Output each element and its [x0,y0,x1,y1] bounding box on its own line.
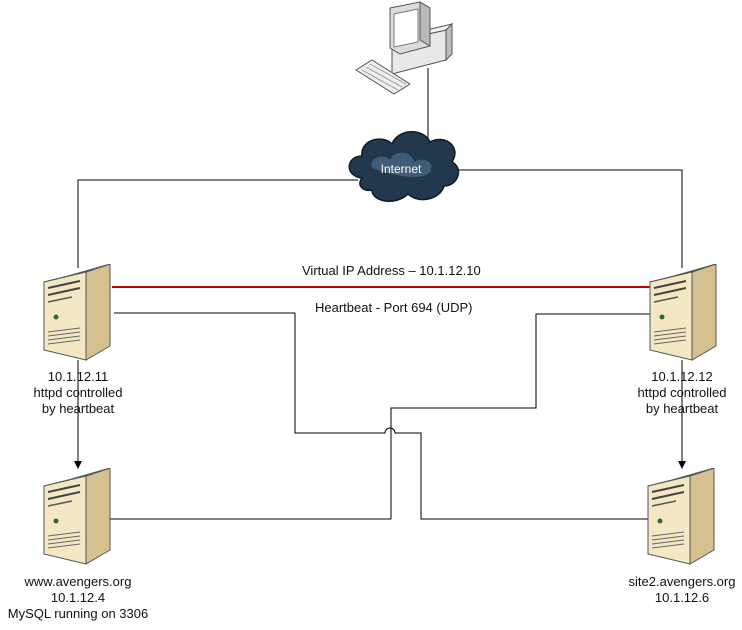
server-right-top-desc2: by heartbeat [645,401,719,416]
tower-server-icon-left-top [43,264,111,361]
server-right-bottom-ip: 10.1.12.6 [654,590,710,605]
tower-server-icon-right-bottom [647,468,715,565]
server-left-top-label: 10.1.12.11 httpd controlled by heartbeat [0,369,163,417]
server-left-bottom-label: www.avengers.org 10.1.12.4 MySQL running… [0,574,163,622]
server-left-top-desc2: by heartbeat [41,401,115,416]
server-right-bottom-label: site2.avengers.org 10.1.12.6 [597,574,742,606]
heartbeat-label: Heartbeat - Port 694 (UDP) [315,300,473,315]
link-right-top-left-bottom [80,313,682,523]
link-cloud-server-right [448,169,683,268]
server-right-bottom-host: site2.avengers.org [628,574,736,589]
link-cloud-server-left [77,179,358,268]
server-left-top-ip: 10.1.12.11 [47,369,109,384]
server-right-top-ip: 10.1.12.12 [651,369,713,384]
connection-lines [74,68,686,523]
link-left-top-right-bottom [114,312,683,523]
server-left-bottom-host: www.avengers.org [24,574,132,589]
server-right-top-label: 10.1.12.12 httpd controlled by heartbeat [597,369,742,417]
tower-server-icon-right-top [649,264,717,361]
server-right-top-desc1: httpd controlled [637,385,727,400]
internet-cloud-icon [348,131,460,202]
desktop-computer-icon [355,1,454,95]
server-left-bottom-ip: 10.1.12.4 [50,590,106,605]
tower-server-icon-left-bottom [43,468,111,565]
server-left-bottom-desc: MySQL running on 3306 [7,606,149,621]
server-left-top-desc1: httpd controlled [33,385,123,400]
internet-label: Internet [380,162,422,176]
virtual-ip-label: Virtual IP Address – 10.1.12.10 [302,263,481,278]
